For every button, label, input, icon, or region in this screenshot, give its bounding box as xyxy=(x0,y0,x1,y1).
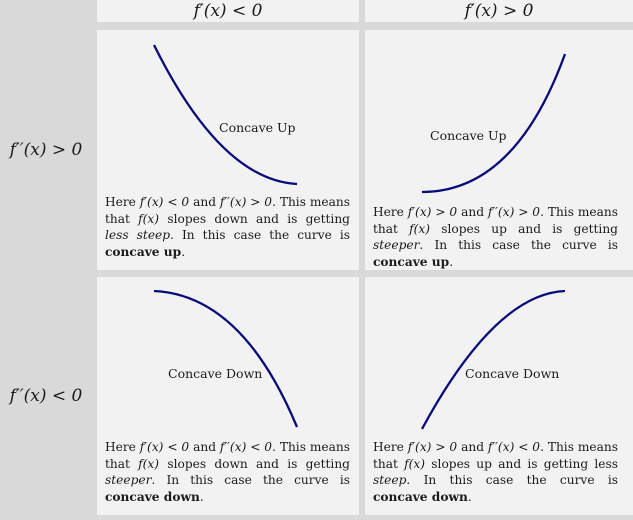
math-or-emphasis: f′(x) > 0 xyxy=(407,440,458,454)
curve-decreasing-concave-down xyxy=(153,289,299,428)
math-or-emphasis: f(x) xyxy=(138,211,160,226)
text-segment: and xyxy=(457,440,488,454)
text-segment: and xyxy=(457,205,488,219)
curve-label: Concave Up xyxy=(430,128,507,143)
curve-increasing-concave-up xyxy=(421,53,567,194)
curve-plot xyxy=(420,289,566,430)
math-or-emphasis: f′′(x) < 0 xyxy=(219,440,273,454)
text-segment: and xyxy=(189,440,220,454)
curve-increasing-concave-down xyxy=(420,289,566,430)
column-header-fprime-negative: f′(x) < 0 xyxy=(97,0,359,22)
emphasis-bold: concave down xyxy=(373,489,468,504)
text-segment: . In this case the curve is xyxy=(170,228,351,242)
text-segment: . xyxy=(199,489,204,504)
text-segment: . xyxy=(449,254,454,269)
text-segment: . xyxy=(467,489,472,504)
math-or-emphasis: f′′(x) < 0 xyxy=(487,440,541,454)
emphasis-bold: concave up xyxy=(105,244,182,259)
text-segment: . This means that xyxy=(105,195,350,226)
text-segment: Here xyxy=(373,205,408,219)
curve-decreasing-concave-up xyxy=(152,44,298,186)
text-segment: slopes up and is getting xyxy=(430,221,618,236)
cell-description: Here f′(x) < 0 and f′′(x) < 0. This mean… xyxy=(105,439,350,505)
cell-increasing-concave-up: Concave Up Here f′(x) > 0 and f′′(x) > 0… xyxy=(365,30,633,270)
cell-decreasing-concave-up: Concave Up Here f′(x) < 0 and f′′(x) > 0… xyxy=(97,30,359,270)
math-or-emphasis: steeper xyxy=(373,238,420,252)
text-segment: Here xyxy=(373,440,408,454)
math-or-emphasis: less steep xyxy=(105,228,171,242)
cell-description: Here f′(x) > 0 and f′′(x) < 0. This mean… xyxy=(373,439,618,505)
curve-plot xyxy=(152,44,298,186)
cell-increasing-concave-down: Concave Down Here f′(x) > 0 and f′′(x) <… xyxy=(365,277,633,515)
text-segment: Here xyxy=(105,440,140,454)
math-or-emphasis: f′(x) < 0 xyxy=(139,440,190,454)
row-label-second-derivative-negative: f′′(x) < 0 xyxy=(9,386,83,406)
row-label-second-derivative-positive: f′′(x) > 0 xyxy=(9,140,83,160)
text-segment: slopes down and is getting xyxy=(159,211,350,226)
cell-description: Here f′(x) > 0 and f′′(x) > 0. This mean… xyxy=(373,204,618,270)
math-or-emphasis: f′′(x) > 0 xyxy=(219,195,273,209)
math-or-emphasis: f′(x) < 0 xyxy=(139,195,190,209)
text-segment: . This means that xyxy=(373,205,618,236)
math-or-emphasis: f′(x) > 0 xyxy=(407,205,458,219)
cell-decreasing-concave-down: Concave Down Here f′(x) < 0 and f′′(x) <… xyxy=(97,277,359,515)
text-segment: . In this case the curve is xyxy=(406,473,618,487)
text-segment: . This means that xyxy=(105,440,350,471)
math-or-emphasis: f(x) xyxy=(404,456,426,471)
curve-plot xyxy=(153,289,299,428)
text-segment: . This means that xyxy=(373,440,618,471)
math-or-emphasis: steep xyxy=(373,473,407,487)
math-or-emphasis: f(x) xyxy=(409,221,431,236)
text-segment: slopes up and is getting less xyxy=(425,456,618,471)
text-segment: slopes down and is getting xyxy=(159,456,350,471)
text-segment: . xyxy=(181,244,186,259)
curve-label: Concave Down xyxy=(168,366,263,381)
text-segment: . In this case the curve is xyxy=(151,473,350,487)
math-or-emphasis: f′′(x) > 0 xyxy=(487,205,541,219)
text-segment: Here xyxy=(105,195,140,209)
emphasis-bold: concave down xyxy=(105,489,200,504)
cell-description: Here f′(x) < 0 and f′′(x) > 0. This mean… xyxy=(105,194,350,260)
column-header-fprime-positive: f′(x) > 0 xyxy=(365,0,633,22)
curve-label: Concave Up xyxy=(219,120,296,135)
text-segment: . In this case the curve is xyxy=(419,238,618,252)
emphasis-bold: concave up xyxy=(373,254,450,269)
curve-label: Concave Down xyxy=(465,366,560,381)
text-segment: and xyxy=(189,195,220,209)
curve-plot xyxy=(421,53,567,194)
math-or-emphasis: steeper xyxy=(105,473,152,487)
math-or-emphasis: f(x) xyxy=(138,456,160,471)
